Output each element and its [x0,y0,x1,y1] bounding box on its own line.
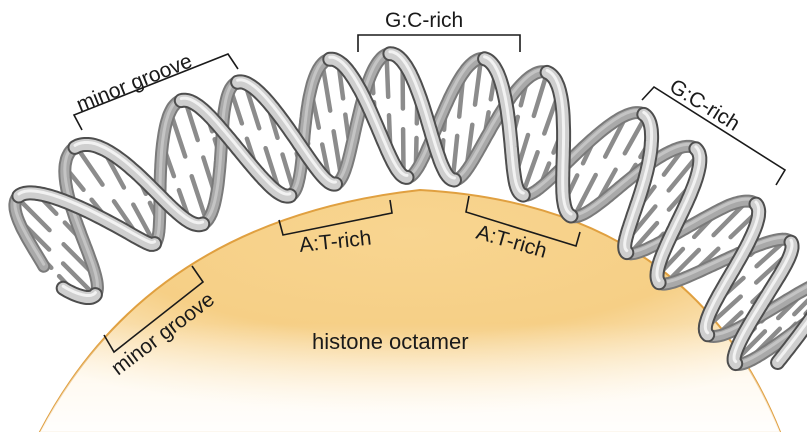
backbone-highlight [521,109,646,195]
backbone-highlight [483,55,525,195]
at-rich-left-bracket [278,199,393,236]
base-pair-rung [451,133,460,176]
backbone-highlight [236,78,337,184]
base-pair-rung [574,172,598,213]
backbone-highlight [625,197,758,254]
minor-groove-bottom-bracket [103,265,205,354]
backbone-highlight [657,235,793,284]
base-pair-rung [708,294,743,327]
backbone-highlight [776,319,807,362]
gc-rich-top-label: G:C-rich [385,9,463,32]
backbone-ribbon [13,187,161,250]
backbone-highlight [706,284,807,337]
backbone-highlight [703,200,761,335]
base-pair-rung [321,68,333,113]
dna-backbone-back [8,47,807,371]
backbone-highlight [288,55,332,196]
backbone-highlight [569,142,698,217]
backbone-ribbon [703,283,807,342]
base-pair-rung [244,87,262,131]
gc-rich-right-label: G:C-rich [665,75,743,136]
gc-rich-top-bracket [357,34,521,52]
histone-octamer [38,188,782,432]
dna-backbone-front [11,46,807,372]
backbone-highlight [732,238,794,364]
base-pair-rung [19,200,52,233]
base-pair-rung [131,202,154,241]
dna-double-helix [8,46,807,372]
backbone-highlight [334,50,392,184]
base-pair-rung [60,261,93,293]
minor-groove-top-bracket [72,53,239,131]
backbone-ribbon [566,141,701,222]
base-pair-rung [622,119,645,156]
base-pair-rung [522,149,540,191]
backbone-highlight [734,318,807,364]
base-pair-rung [631,220,660,252]
backbone-ribbon [654,234,796,289]
backbone-highlight [179,96,292,196]
base-pair-rung [229,91,245,126]
backbone-highlight [405,54,487,177]
base-pair-rung [472,63,483,107]
backbone-ribbon [622,196,761,259]
backbone-highlight [17,189,157,244]
octamer-fade [40,190,780,432]
base-pair-rung [667,247,702,282]
base-pair-rung [263,145,281,190]
backbone-ribbon [731,316,807,369]
backbone-highlight [73,141,205,225]
backbone-highlight [61,284,97,297]
backbone-highlight [388,50,456,180]
base-pair-rung [77,149,105,187]
base-pair-rung [736,329,768,360]
backbone-highlight [545,68,573,216]
base-pair-rung [754,241,785,269]
backbone-highlight [453,68,549,180]
base-pair-rung [792,298,807,317]
base-pair-rung [189,174,207,217]
backbone-highlight [328,55,409,177]
base-pair-rung [331,129,343,174]
backbone-highlight [201,78,240,224]
base-pair-rung [602,118,626,159]
base-pair-rung [384,58,391,100]
backbone-highlight [655,145,702,283]
gc-rich-right-bracket [641,85,787,186]
at-rich-right-bracket [465,195,581,248]
base-pair-rung [184,103,200,143]
backbone-highlight [63,143,99,295]
base-pair-rung [170,115,188,159]
backbone-ribbon [57,282,101,303]
annotation-brackets [72,34,787,354]
histone-octamer-label: histone octamer [312,329,469,354]
base-pair-rung [711,203,745,238]
base-pair-rung [666,156,697,193]
backbone-highlight [623,110,654,253]
base-pair-rung [531,76,548,119]
backbone-highlight [153,97,183,244]
base-pair-rung [280,152,295,190]
